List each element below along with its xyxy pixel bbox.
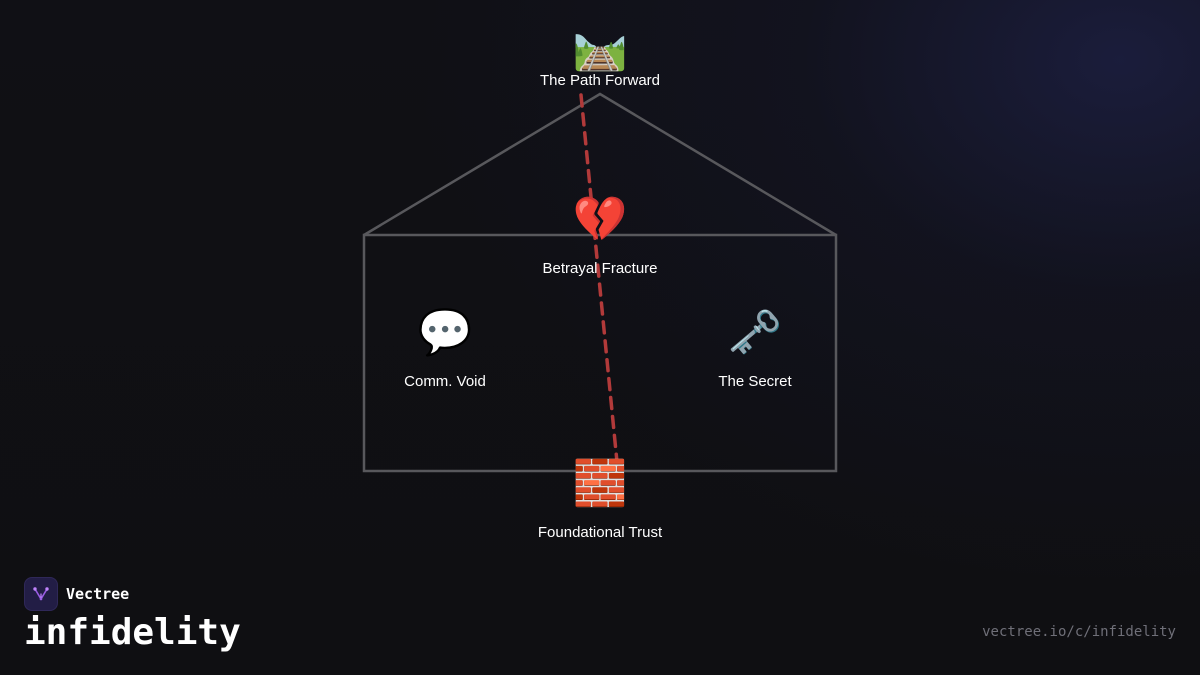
vectree-logo-icon <box>24 577 58 611</box>
node-label-the-secret: The Secret <box>718 373 792 390</box>
node-foundational-trust[interactable]: 🧱 Foundational Trust <box>538 458 663 541</box>
brand[interactable]: Vectree <box>24 577 129 611</box>
node-the-secret[interactable]: 🗝️ The Secret <box>718 307 792 390</box>
brick-icon: 🧱 <box>573 458 628 509</box>
crack-line <box>579 93 619 464</box>
node-label-path-forward: The Path Forward <box>540 72 660 89</box>
old-key-icon: 🗝️ <box>728 307 783 358</box>
node-label-foundational-trust: Foundational Trust <box>538 524 663 541</box>
node-label-comm-void: Comm. Void <box>404 373 486 390</box>
node-path-forward[interactable]: 🛤️ The Path Forward <box>540 22 660 89</box>
node-betrayal-fracture[interactable]: 💔 Betrayal Fracture <box>542 194 657 277</box>
node-comm-void[interactable]: 💬 Comm. Void <box>404 307 486 390</box>
brand-name: Vectree <box>66 585 130 603</box>
house-body <box>362 233 838 473</box>
page-url[interactable]: vectree.io/c/infidelity <box>982 624 1176 640</box>
house-roof <box>363 92 837 237</box>
speech-bubble-icon: 💬 <box>418 307 473 358</box>
topic-title: infidelity <box>24 612 241 653</box>
node-label-betrayal-fracture: Betrayal Fracture <box>542 260 657 277</box>
railway-track-icon: 🛤️ <box>573 22 628 73</box>
broken-heart-icon: 💔 <box>573 194 628 245</box>
